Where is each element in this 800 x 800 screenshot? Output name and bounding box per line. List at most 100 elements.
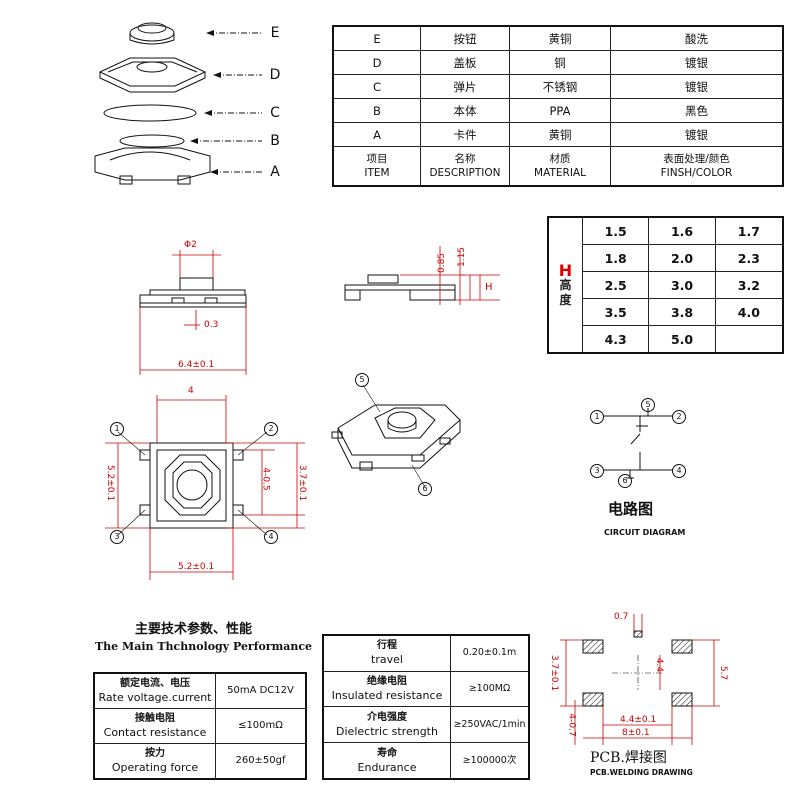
pin-5-marker: 5: [355, 373, 369, 387]
spec-value: 50mA DC12V: [215, 672, 307, 710]
bom-cell: PPA: [509, 98, 611, 123]
exploded-label-b: B: [270, 133, 280, 149]
pcb-dim-pad: 4-0.7: [566, 713, 577, 737]
bom-cell: E: [332, 25, 421, 51]
height-value: 4.0: [714, 298, 784, 326]
circuit-pin-5: 5: [641, 398, 655, 412]
bom-cell: 黄铜: [509, 122, 611, 147]
exploded-label-d: D: [269, 67, 281, 83]
bom-row-b: B 本体 PPA 黑色: [332, 98, 784, 123]
bom-row-a: A 卡件 黄铜 镀银: [332, 122, 784, 147]
exploded-label-e: E: [270, 25, 280, 41]
dim-top-width: 4: [188, 386, 194, 396]
height-value: 1.5: [581, 216, 650, 245]
side-view: [344, 246, 500, 305]
height-value: 4.3: [581, 325, 650, 354]
spec-value: 0.20±0.1m: [450, 634, 530, 672]
circuit-diagram: [603, 408, 673, 479]
pcb-title-en: PCB.WELDING DRAWING: [590, 768, 693, 777]
height-value: 5.0: [648, 325, 716, 354]
spec-value: 260±50gf: [215, 742, 307, 780]
circuit-pin-1: 1: [590, 410, 604, 424]
bom-cell: A: [332, 122, 421, 147]
height-label: H 高 度: [547, 216, 583, 354]
bom-cell: 镀银: [610, 122, 784, 147]
height-table: H 高 度 1.5 1.6 1.7 1.8 2.0 2.3 2.5 3.0 3.…: [547, 216, 784, 354]
height-value: 1.8: [581, 244, 650, 272]
height-value: 2.5: [581, 271, 650, 299]
exploded-label-a: A: [270, 164, 280, 180]
exploded-view: [94, 22, 262, 185]
height-value: 3.0: [648, 271, 716, 299]
pin-1-marker: 1: [110, 422, 124, 436]
bom-cell: 铜: [509, 50, 611, 75]
pcb-dim-top: 0.7: [614, 612, 629, 622]
circuit-pin-6: 6: [618, 474, 632, 488]
circuit-pin-4: 4: [672, 464, 686, 478]
bom-cell: 弹片: [420, 74, 510, 99]
height-value: 3.5: [581, 298, 650, 326]
spec-title-cn: 主要技术参数、性能: [135, 622, 253, 637]
dim-side-h: H: [485, 282, 493, 293]
dim-side-1: 0.85: [437, 252, 448, 274]
bom-cell: 镀银: [610, 50, 784, 75]
height-value: 3.2: [714, 271, 784, 299]
front-view: [139, 250, 247, 375]
pcb-dim-right: 5.7: [718, 665, 729, 681]
bom-table: E 按钮 黄铜 酸洗 D 盖板 铜 镀银 C 弹片 不锈钢 镀银 B 本体 PP…: [332, 25, 784, 187]
height-value: 2.3: [714, 244, 784, 272]
pcb-drawing: [560, 614, 720, 745]
pin-2-marker: 2: [264, 422, 278, 436]
top-view: [105, 395, 305, 580]
pcb-dim-inner: 4.4: [654, 657, 665, 673]
height-value: [714, 325, 784, 354]
circuit-title-en: CIRCUIT DIAGRAM: [604, 528, 686, 537]
bom-cell: 卡件: [420, 122, 510, 147]
height-value: 3.8: [648, 298, 716, 326]
bom-cell: 黑色: [610, 98, 784, 123]
height-value: 1.7: [714, 216, 784, 245]
spec-value: ≥100MΩ: [450, 670, 530, 708]
iso-view: [331, 384, 461, 488]
bom-cell: D: [332, 50, 421, 75]
bom-cell: C: [332, 74, 421, 99]
bom-cell: 黄铜: [509, 25, 611, 51]
height-value: 1.6: [648, 216, 716, 245]
spec-value: ≤100mΩ: [215, 708, 307, 744]
pin-3-marker: 3: [110, 530, 124, 544]
dim-top-right-inner: 4-0.5: [260, 467, 271, 491]
dim-front-top: Φ2: [184, 240, 197, 250]
dim-top-right-outer: 3.7±0.1: [297, 464, 308, 502]
spec-value: ≥100000次: [450, 742, 530, 780]
bom-cell: 酸洗: [610, 25, 784, 51]
pcb-title-cn: PCB.焊接图: [590, 750, 667, 766]
bom-cell: 本体: [420, 98, 510, 123]
bom-cell: 镀银: [610, 74, 784, 99]
pin-4-marker: 4: [264, 530, 278, 544]
pcb-dim-bottom1: 4.4±0.1: [620, 715, 657, 725]
spec-value: ≥250VAC/1min: [450, 706, 530, 744]
circuit-title-cn: 电路图: [608, 500, 654, 518]
pcb-dim-bottom2: 8±0.1: [622, 728, 650, 738]
dim-top-bottom: 5.2±0.1: [178, 562, 215, 572]
dim-top-left: 5.2±0.1: [105, 464, 116, 502]
bom-cell: 盖板: [420, 50, 510, 75]
pcb-dim-left: 3.7±0.1: [549, 654, 560, 692]
circuit-pin-2: 2: [672, 410, 686, 424]
bom-row-c: C 弹片 不锈钢 镀银: [332, 74, 784, 99]
exploded-label-c: C: [270, 105, 280, 121]
circuit-pin-3: 3: [590, 464, 604, 478]
